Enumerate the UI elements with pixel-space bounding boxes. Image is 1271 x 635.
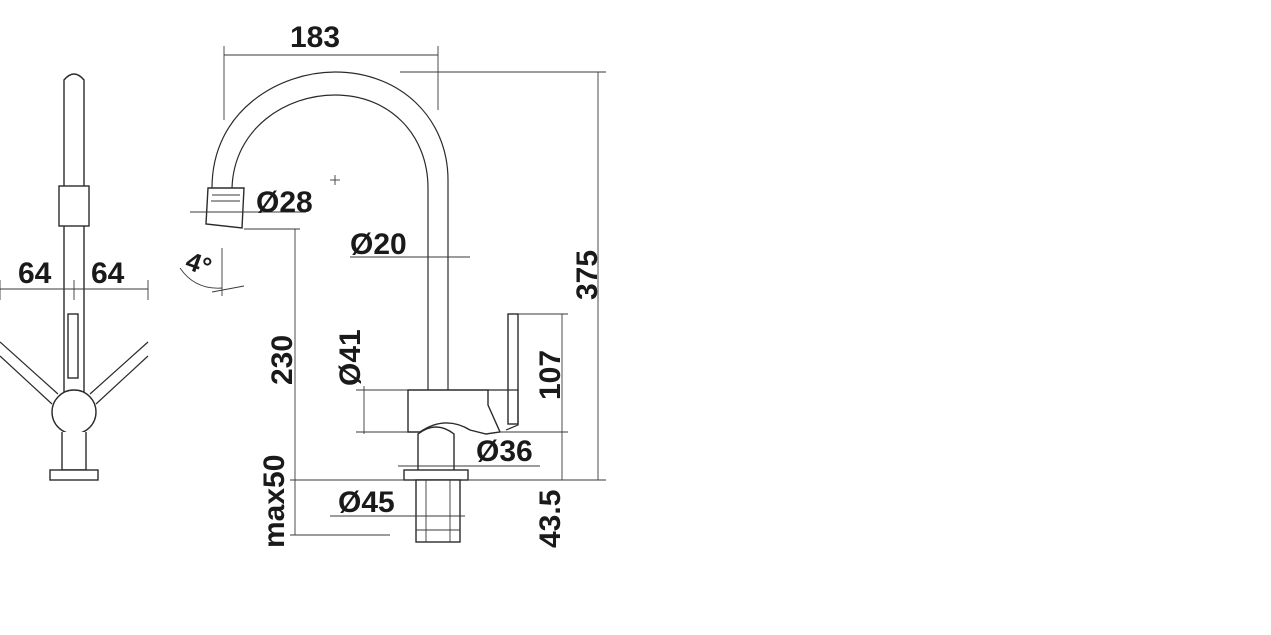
dim-dia-28: Ø28 (256, 186, 313, 219)
spray-head (205, 187, 245, 229)
dim-dia-20: Ø20 (350, 228, 407, 261)
spout-outer (211, 71, 449, 390)
side-view-plate (49, 469, 99, 481)
dim-183: 183 (290, 21, 340, 54)
angle-arc (179, 267, 223, 289)
faucet-lever (507, 313, 519, 425)
dim-dia-41: Ø41 (334, 329, 367, 386)
dim-dia-45: Ø45 (338, 486, 395, 519)
dim-107: 107 (534, 350, 567, 400)
dim-375: 375 (571, 250, 604, 300)
dim-max50: max50 (258, 455, 291, 548)
front-view: 183 375 Ø28 Ø20 4° 230 max50 Ø41 (179, 21, 606, 548)
dim-43-5: 43.5 (534, 490, 567, 548)
dim-right-64: 64 (91, 257, 125, 290)
dim-left-64: 64 (18, 257, 52, 290)
side-view: 64 64 (0, 73, 149, 481)
side-view-handle (58, 185, 90, 227)
side-view-lever-left (0, 341, 59, 405)
side-view-spout (63, 73, 85, 393)
side-view-base (61, 432, 87, 471)
base-plate (403, 469, 469, 481)
faucet-body (407, 389, 502, 435)
side-view-knob (51, 389, 97, 435)
side-view-lever-slot (67, 313, 79, 379)
dim-230: 230 (266, 335, 299, 385)
side-view-lever-right (89, 341, 149, 405)
dim-dia-36: Ø36 (476, 435, 533, 468)
spout-inner (231, 94, 429, 390)
mounting-shank (415, 479, 461, 543)
